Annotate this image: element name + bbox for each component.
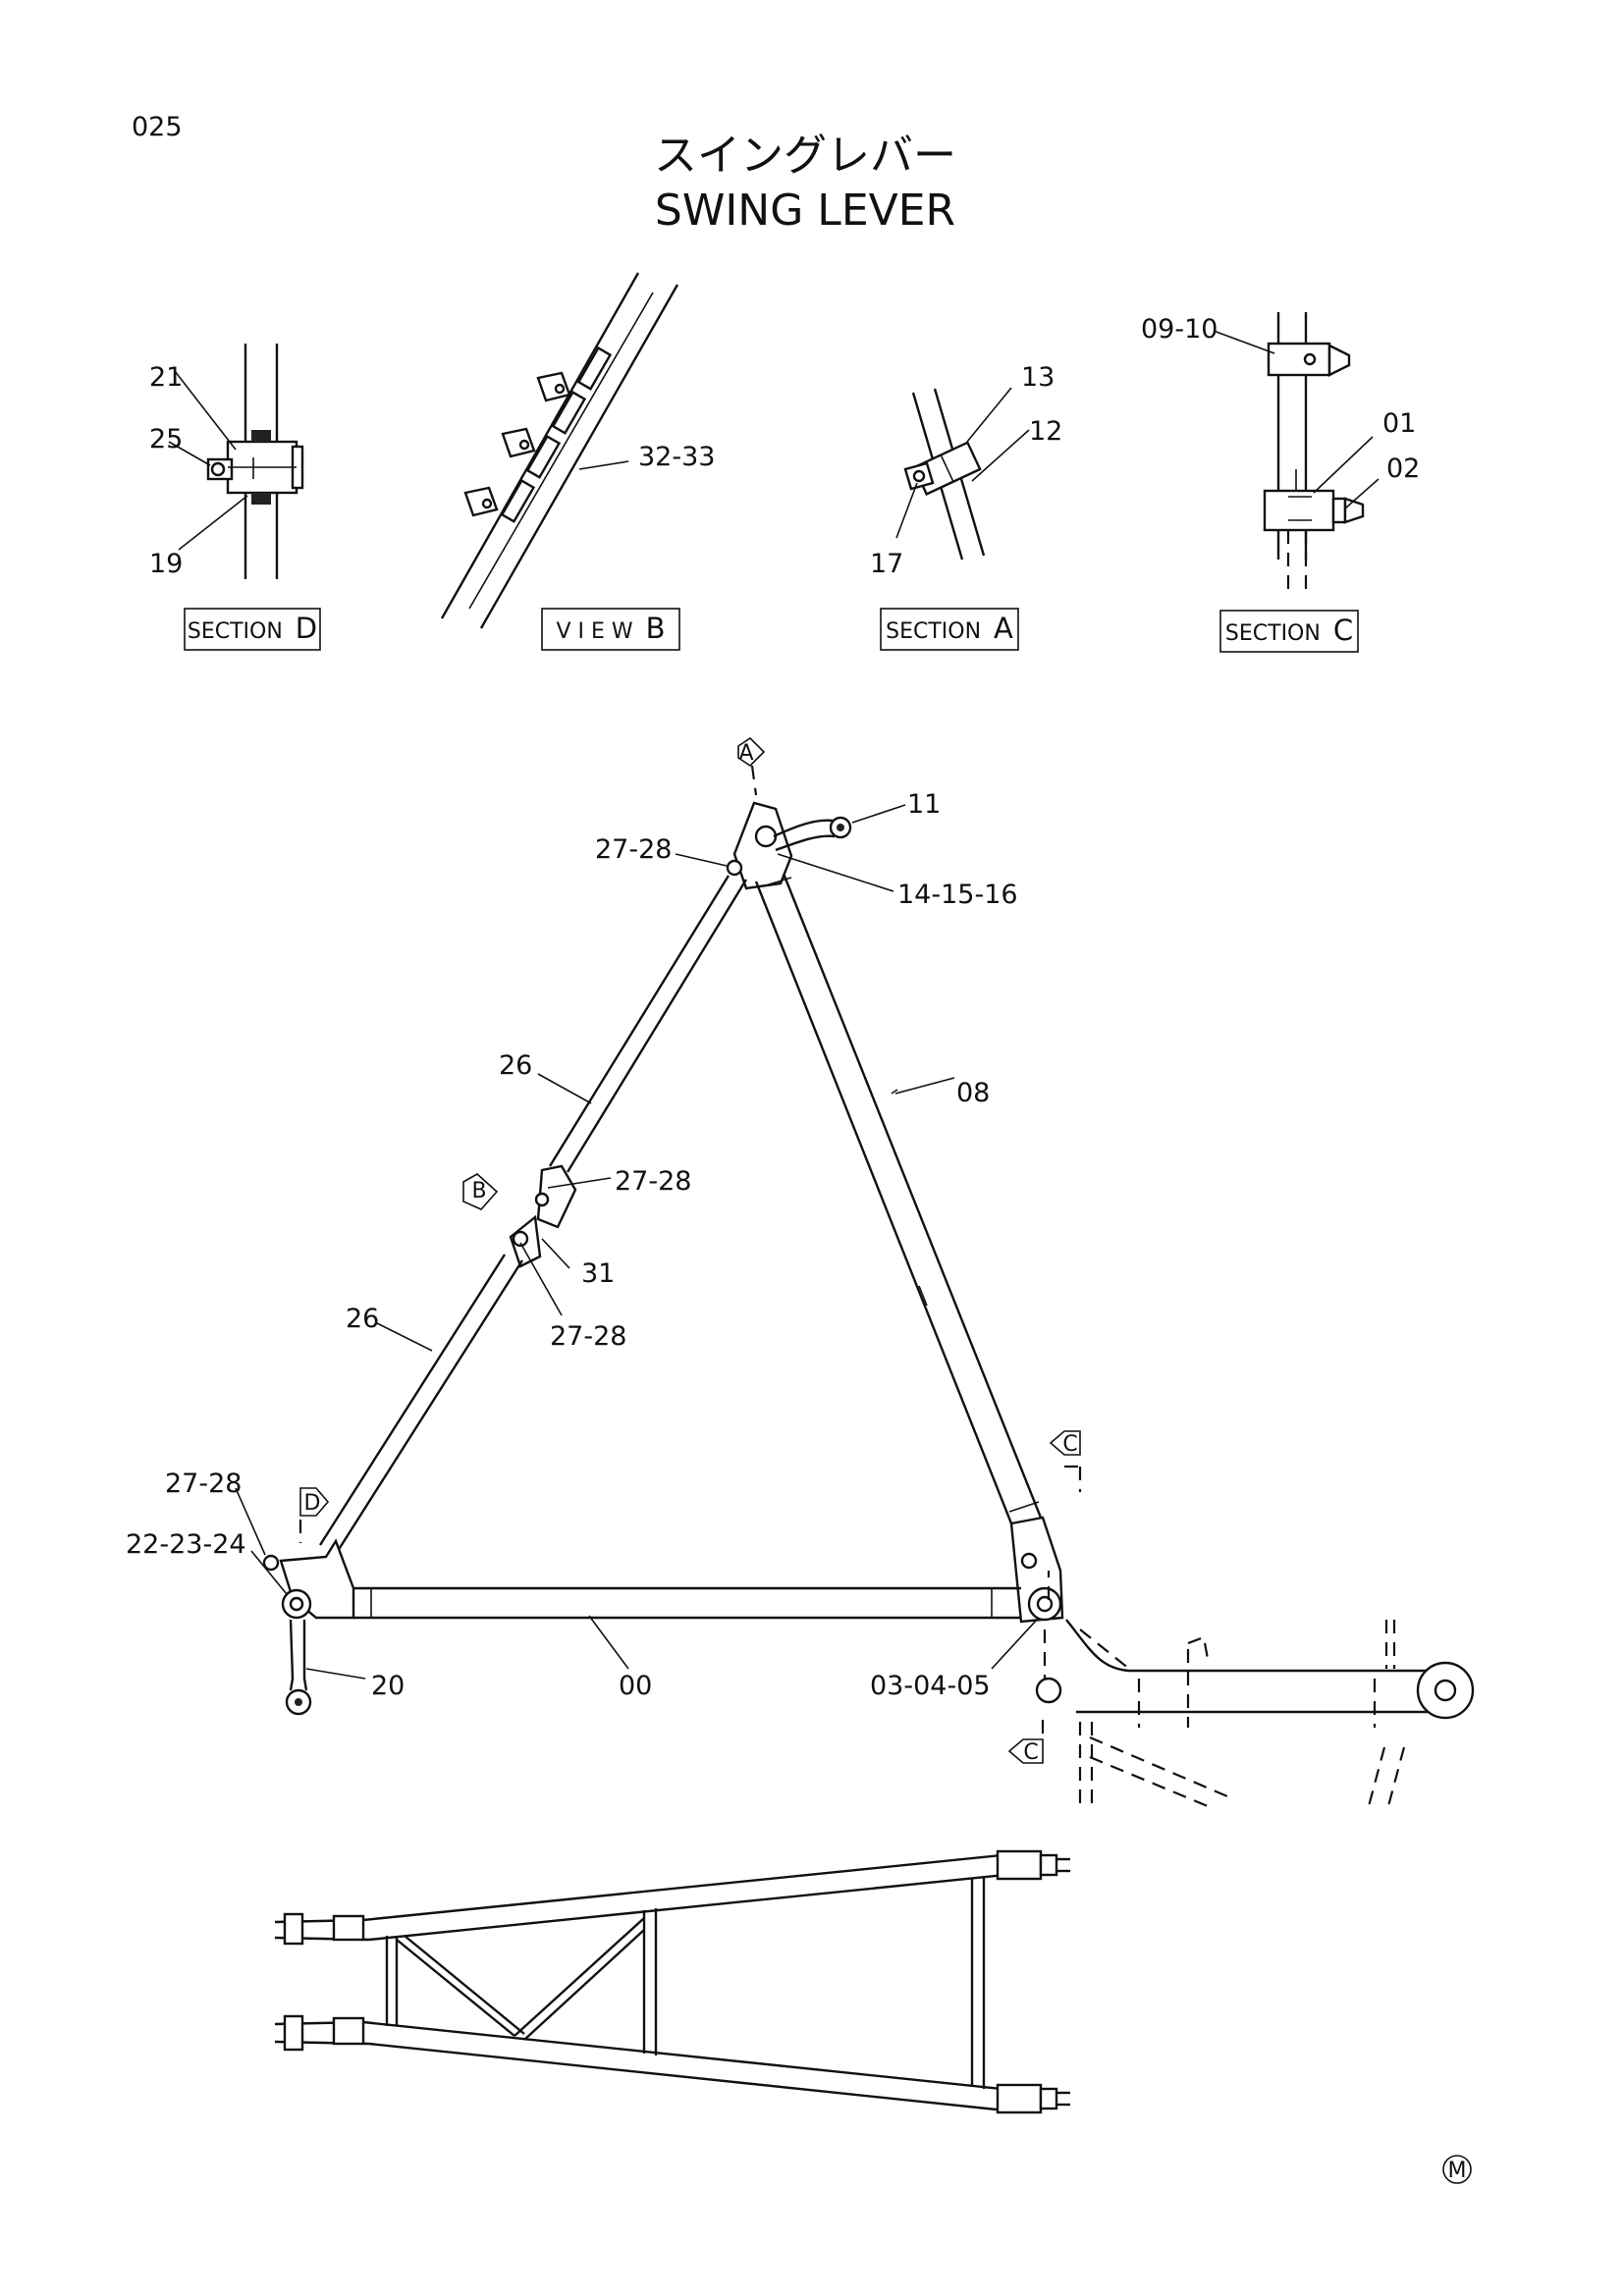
part-label-02: 02 [1386, 454, 1420, 484]
section-d-label: SECTION [188, 619, 283, 644]
title-japanese: スイングレバー [654, 131, 956, 181]
view-b-caption: V I E W B [541, 608, 680, 651]
view-b-detail [440, 272, 679, 629]
section-d-letter: D [296, 612, 317, 645]
svg-text:V I E W B: V I E W B [556, 612, 665, 645]
part-label-09-10: 09-10 [1141, 314, 1218, 345]
section-arrow-b: B [462, 1173, 499, 1210]
section-arrow-c-bottom: C [1007, 1720, 1045, 1765]
arrow-letter-c-top: C [1062, 1432, 1077, 1457]
svg-text:SECTION A: SECTION A [886, 612, 1013, 645]
part-label-26-upper: 26 [499, 1050, 532, 1081]
part-label-22-23-24: 22-23-24 [126, 1529, 246, 1560]
view-b-label: V I E W [556, 619, 632, 644]
section-c-letter: C [1333, 614, 1353, 647]
part-label-01: 01 [1382, 408, 1416, 439]
section-arrow-c-top: C [1049, 1430, 1082, 1492]
section-c-label: SECTION [1225, 621, 1321, 646]
part-label-08: 08 [956, 1078, 990, 1108]
part-label-25: 25 [149, 424, 183, 454]
part-label-26-lower: 26 [346, 1304, 379, 1334]
page-number: 025 [132, 112, 183, 142]
section-c-detail [1263, 312, 1365, 589]
part-label-27-28-mid-lower: 27-28 [550, 1321, 626, 1352]
section-d-detail [206, 344, 304, 579]
part-label-17: 17 [870, 549, 903, 579]
part-label-27-28-left: 27-28 [165, 1468, 242, 1499]
section-d-caption: SECTION D [184, 608, 321, 651]
part-label-11: 11 [907, 789, 941, 820]
section-arrow-d: D [298, 1487, 330, 1543]
part-label-21: 21 [149, 362, 183, 393]
svg-text:SECTION D: SECTION D [188, 612, 317, 645]
part-label-31: 31 [581, 1258, 615, 1289]
top-view-frame [274, 1849, 1070, 2114]
svg-text:SECTION C: SECTION C [1225, 614, 1353, 647]
section-a-caption: SECTION A [880, 608, 1019, 651]
part-label-19: 19 [149, 549, 183, 579]
part-label-13: 13 [1021, 362, 1055, 393]
arrow-letter-c-bottom: C [1023, 1740, 1038, 1765]
view-b-letter: B [646, 612, 666, 645]
section-a-letter: A [994, 612, 1013, 645]
section-c-caption: SECTION C [1219, 610, 1359, 653]
main-assembly [262, 801, 1475, 1808]
part-label-03-04-05: 03-04-05 [870, 1671, 991, 1701]
title-english: SWING LEVER [655, 186, 955, 236]
corner-mark-letter: M [1448, 2159, 1467, 2183]
arrow-letter-d: D [304, 1491, 321, 1516]
section-a-label: SECTION [886, 619, 981, 644]
part-label-20: 20 [371, 1671, 405, 1701]
arrow-letter-b: B [471, 1179, 486, 1203]
part-label-12: 12 [1029, 416, 1062, 447]
part-label-00: 00 [619, 1671, 652, 1701]
section-a-detail [903, 388, 986, 561]
arrow-letter-a: A [738, 741, 753, 766]
part-label-27-28-mid-upper: 27-28 [615, 1166, 691, 1197]
corner-mark: M [1442, 2155, 1472, 2184]
part-label-32-33: 32-33 [638, 442, 715, 472]
section-arrow-a: A [737, 736, 766, 796]
part-label-27-28-top: 27-28 [595, 834, 672, 865]
part-label-14-15-16: 14-15-16 [897, 880, 1018, 910]
